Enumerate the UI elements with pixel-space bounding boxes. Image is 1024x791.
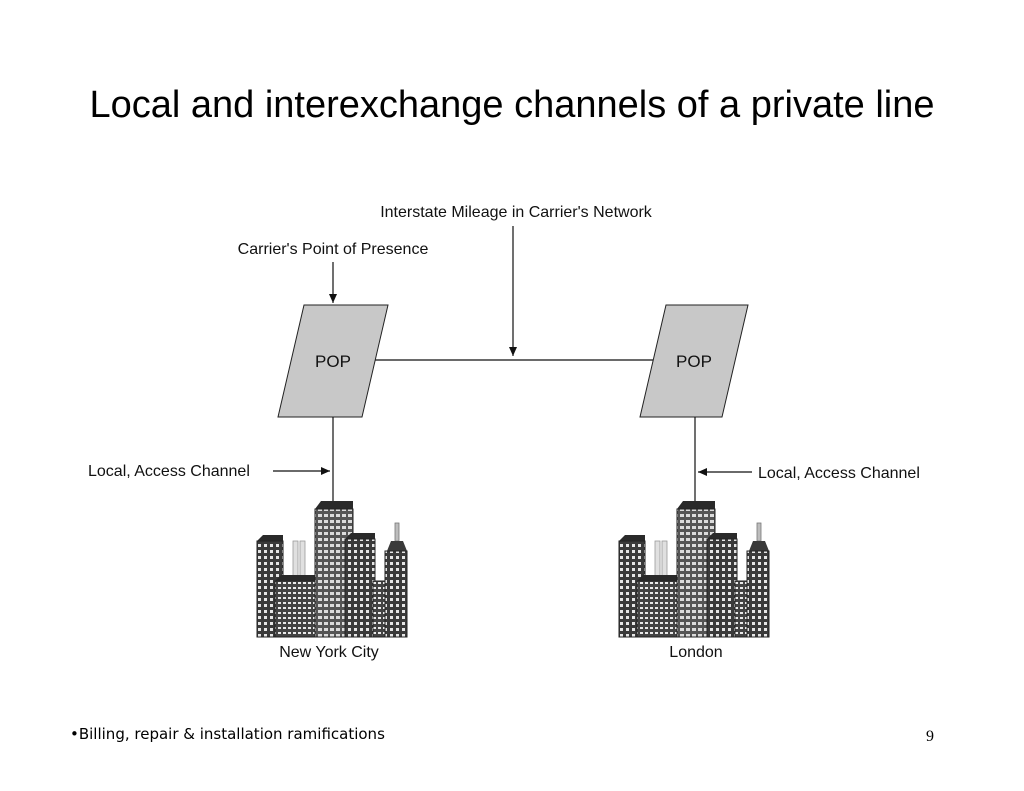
london-label: London	[669, 644, 722, 661]
point-of-presence-label: Carrier's Point of Presence	[238, 241, 429, 258]
pop-left-node	[277, 304, 389, 418]
interstate-mileage-label: Interstate Mileage in Carrier's Network	[380, 204, 653, 221]
page-number: 9	[926, 728, 934, 745]
local-access-left-label: Local, Access Channel	[88, 463, 250, 480]
pop-right-node	[639, 304, 749, 418]
new-york-city-label: New York City	[279, 644, 379, 661]
london-buildings-icon	[618, 500, 770, 638]
pop-right-label: POP	[676, 352, 712, 371]
footer-note: •Billing, repair & installation ramifica…	[70, 725, 385, 743]
local-access-right-label: Local, Access Channel	[758, 465, 920, 482]
new-york-city-buildings-icon	[256, 500, 408, 638]
slide-title: Local and interexchange channels of a pr…	[89, 84, 935, 126]
pop-left-label: POP	[315, 352, 351, 371]
